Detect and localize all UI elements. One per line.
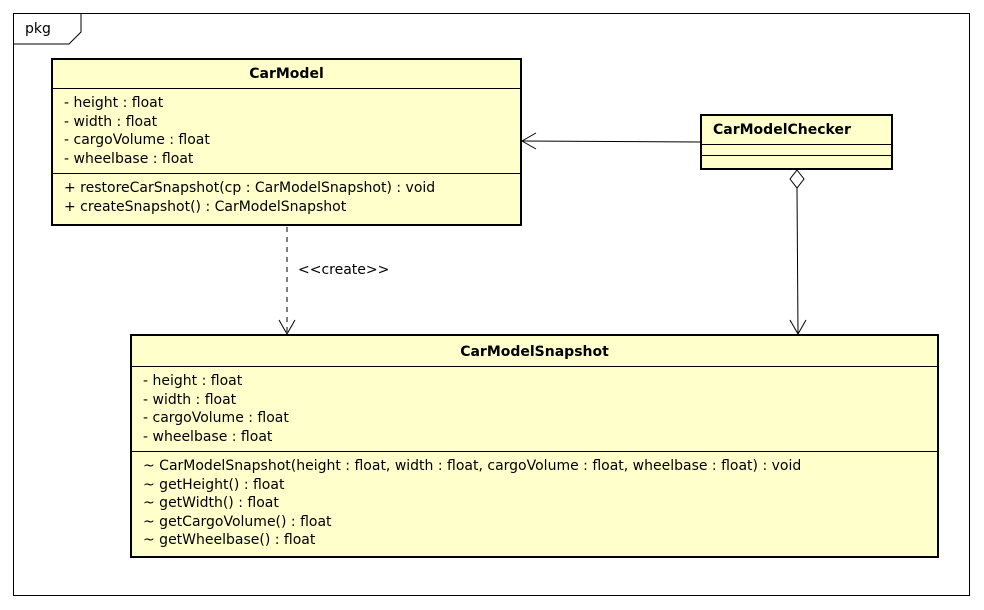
- package-frame: [13, 13, 970, 596]
- operation: ~ getWheelbase() : float: [143, 532, 316, 548]
- attribute: - cargoVolume : float: [143, 410, 289, 426]
- association-checker-to-carmodel: [520, 132, 701, 150]
- package-label: pkg: [25, 21, 51, 37]
- operations-section: ~ CarModelSnapshot(height : float, width…: [132, 452, 937, 555]
- attributes-section: - height : float - width : float - cargo…: [132, 367, 937, 452]
- class-name: CarModelSnapshot: [132, 336, 937, 367]
- attributes-section: - height : float - width : float - cargo…: [53, 89, 520, 174]
- aggregation-checker-to-snapshot: [789, 169, 807, 336]
- package-tab: [13, 13, 82, 45]
- operation: + createSnapshot() : CarModelSnapshot: [64, 198, 347, 215]
- class-car-model[interactable]: CarModel - height : float - width : floa…: [51, 58, 522, 226]
- attribute: - height : float: [64, 95, 164, 111]
- class-name: CarModel: [53, 60, 520, 89]
- create-dependency-arrow: [278, 227, 296, 336]
- attribute: - wheelbase : float: [143, 428, 273, 445]
- aggregation-diamond: [789, 169, 805, 189]
- operation: + restoreCarSnapshot(cp : CarModelSnapsh…: [64, 180, 436, 196]
- class-car-model-checker[interactable]: CarModelChecker: [700, 114, 893, 170]
- class-name: CarModelChecker: [702, 116, 891, 145]
- class-car-model-snapshot[interactable]: CarModelSnapshot - height : float - widt…: [130, 334, 939, 558]
- create-stereotype-label: <<create>>: [298, 262, 390, 278]
- attributes-section: [702, 145, 891, 156]
- operations-section: [702, 156, 891, 166]
- operation: ~ CarModelSnapshot(height : float, width…: [143, 458, 802, 474]
- attribute: - height : float: [143, 373, 243, 389]
- operations-section: + restoreCarSnapshot(cp : CarModelSnapsh…: [53, 174, 520, 221]
- attribute: - wheelbase : float: [64, 150, 194, 167]
- attribute: - width : float: [143, 391, 237, 408]
- operation: ~ getWidth() : float: [143, 495, 279, 511]
- attribute: - width : float: [64, 113, 158, 130]
- operation: ~ getHeight() : float: [143, 476, 285, 493]
- operation: ~ getCargoVolume() : float: [143, 513, 332, 530]
- attribute: - cargoVolume : float: [64, 132, 210, 148]
